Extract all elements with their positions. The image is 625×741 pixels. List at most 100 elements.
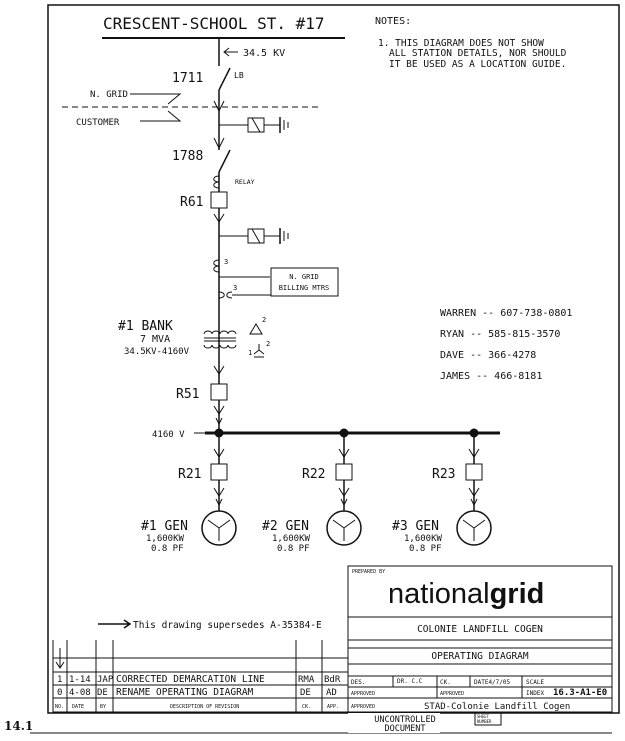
breaker-r23-label: R23 [432,467,455,482]
bank-voltage: 34.5KV-4160V [124,347,190,357]
project-name: COLONIE LANDFILL COGEN [417,624,543,635]
rev-header-no: NO. [55,704,64,710]
bank-mark-3: 2 [266,340,270,348]
index-label: INDEX [526,690,544,697]
contact-warren: WARREN -- 607-738-0801 [440,308,572,319]
rev-header-date: DATE [72,704,84,710]
gen-2-kw: 1,600KW [272,534,311,544]
bank-title: #1 BANK [118,319,173,334]
contact-ryan: RYAN -- 585-815-3570 [440,329,560,340]
breaker-r51 [210,383,228,401]
chevron-4 [213,365,225,375]
ngrid-arrow [130,93,182,105]
relay-label: RELAY [235,178,255,186]
load-break-label: LB [234,71,244,80]
checked-label: CK. [440,679,451,686]
rev-1-no: 1 [57,675,62,685]
page-number: 14.1 [4,719,33,733]
chevron-2 [213,137,225,150]
approved-label-3: APPROVED [351,704,375,710]
ngrid-side-label: N. GRID [90,90,128,100]
rev-1-ck: RMA [298,675,315,685]
breaker-r61-label: R61 [180,195,203,210]
rev-0-no: 0 [57,688,62,698]
note-line-1: 1. THIS DIAGRAM DOES NOT SHOW [378,38,544,49]
breaker-r61 [210,191,228,209]
rev-0-by: DE [97,688,108,698]
rev-1-by: JAP [97,675,114,685]
breaker-r51-label: R51 [176,387,199,402]
wye-ground-icon [253,344,265,358]
generator-2-icon [326,510,362,546]
gen-1-title: #1 GEN [141,519,188,534]
revision-block [52,640,349,713]
sheet-number-label: NUMBER [477,719,492,724]
transformer-bank [203,330,237,349]
bank-rating: 7 MVA [140,334,170,345]
switch-1711 [218,67,231,91]
chevron-3 [213,213,225,223]
metering-pt [218,291,233,299]
file-name: STAD-Colonie Landfill Cogen [424,702,570,712]
voltage-arrow [223,47,238,57]
sheet-number-box [474,712,502,726]
switch-1788 [218,149,231,173]
ct-mark: 3 [224,258,228,266]
title-block [347,565,613,713]
sheet-label: SHEET [477,714,490,719]
date-label: DATE4/7/05 [474,679,511,686]
voltage-label: 34.5 KV [243,48,285,59]
brand-logo-text: nationalgrid [388,578,544,610]
demarcation-chevron [213,100,225,113]
breaker-r23 [465,463,483,481]
des-label: DES. [351,679,365,686]
rev-0-date: 4-08 [69,688,91,698]
generator-3-icon [456,510,492,546]
rev-header-app: APP. [327,704,339,710]
drawing-border [47,4,620,714]
approved-label-2: APPROVED [440,691,464,697]
gen-2-title: #2 GEN [262,519,309,534]
rev-0-desc: RENAME OPERATING DIAGRAM [116,687,254,698]
surge-arrester-upper [219,117,289,133]
gen-3-title: #3 GEN [392,519,439,534]
customer-arrow [140,110,182,122]
rev-header-desc: DESCRIPTION OF REVISION [170,704,239,710]
pt-mark: 3 [233,284,237,292]
gen-1-kw: 1,600KW [146,534,185,544]
rev-0-app: AD [326,688,337,698]
gen-2-pf: 0.8 PF [277,544,310,554]
note-line-3: IT BE USED AS A LOCATION GUIDE. [389,59,566,70]
drawn-by-label: DR. C.C [397,678,423,685]
surge-arrester-lower [219,228,289,244]
relay-ct [213,175,220,189]
rev-header-ck: CK. [302,704,311,710]
breaker-r21 [210,463,228,481]
supersedes-arrow [98,619,132,629]
breaker-r21-label: R21 [178,467,201,482]
station-title: CRESCENT-SCHOOL ST. #17 [103,14,325,33]
metering-ct [213,259,220,273]
contact-james: JAMES -- 466-8181 [440,371,542,382]
switch-1788-label: 1788 [172,149,203,164]
generator-1-icon [201,510,237,546]
notes-title: NOTES: [375,16,411,27]
scale-label: SCALE [526,679,544,686]
delta-winding-icon [249,323,263,335]
billing-label-2: BILLING MTRS [279,284,330,292]
index-number: 16.3-A1-E0 [553,688,607,698]
billing-meters-box [270,267,339,297]
bank-mark-2: 1 [248,349,252,357]
gen-3-pf: 0.8 PF [409,544,442,554]
gen-1-pf: 0.8 PF [151,544,184,554]
rev-0-ck: DE [300,688,311,698]
rev-1-desc: CORRECTED DEMARCATION LINE [116,674,265,685]
feeder-3 [456,433,492,546]
rev-1-date: 1-14 [69,675,91,685]
note-line-2: ALL STATION DETAILS, NOR SHOULD [389,48,567,59]
feeder-1 [201,433,237,546]
billing-label-1: N. GRID [289,273,319,281]
drawing-type: OPERATING DIAGRAM [431,651,529,662]
prepared-by-label: PREPARED BY [352,569,385,575]
